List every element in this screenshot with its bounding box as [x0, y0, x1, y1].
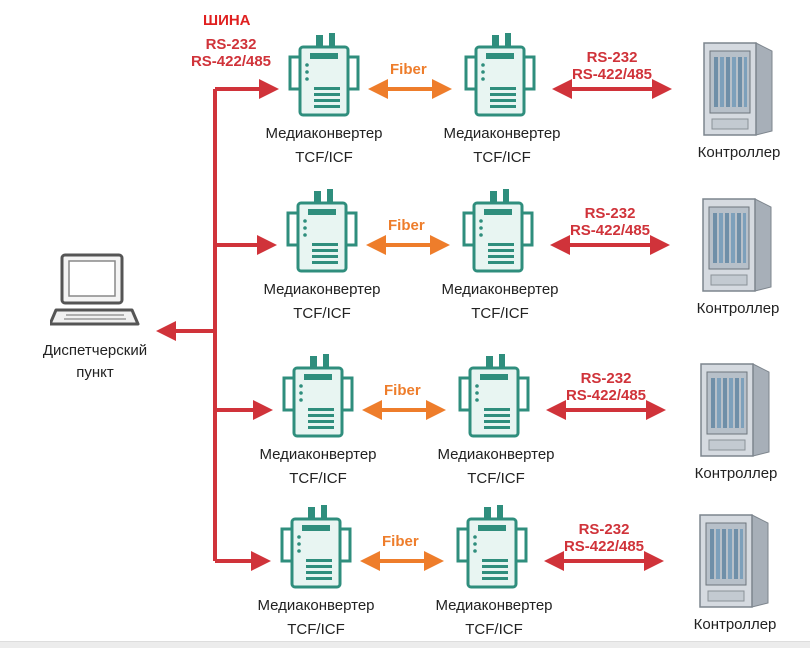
converter-right-model: TCF/ICF: [467, 470, 525, 487]
controller-cabinet-icon: [696, 511, 772, 614]
bus-lines: [156, 89, 217, 561]
serial-protocol-line1: RS-232: [578, 521, 630, 538]
dispatcher-computer-icon: [48, 252, 140, 337]
converter-right-icon: [460, 189, 536, 280]
serial-protocol-line2: RS-422/485: [571, 66, 653, 83]
converter-right-icon: [456, 354, 532, 445]
converter-left-model: TCF/ICF: [295, 149, 353, 166]
fiber-label: Fiber: [390, 61, 427, 78]
bottom-strip: [0, 641, 810, 648]
serial-protocol-line1: RS-232: [584, 205, 636, 222]
bus-protocol-line2: RS-422/485: [190, 53, 272, 70]
serial-protocol-line2: RS-422/485: [565, 387, 647, 404]
converter-right-model: TCF/ICF: [471, 305, 529, 322]
dispatcher-label-line1: Диспетчерский: [42, 342, 148, 359]
converter-right-model: TCF/ICF: [465, 621, 523, 638]
fiber-label: Fiber: [388, 217, 425, 234]
converter-right-name: Медиаконвертер: [437, 446, 555, 463]
controller-label: Контроллер: [697, 144, 781, 161]
converter-right-name: Медиаконвертер: [443, 125, 561, 142]
serial-protocol-line1: RS-232: [580, 370, 632, 387]
controller-cabinet-icon: [699, 195, 775, 298]
controller-label: Контроллер: [694, 465, 778, 482]
controller-label: Контроллер: [696, 300, 780, 317]
converter-right-icon: [454, 505, 530, 596]
serial-protocol-line2: RS-422/485: [563, 538, 645, 555]
controller-cabinet-icon: [700, 39, 776, 142]
converter-left-name: Медиаконвертер: [265, 125, 383, 142]
converter-right-icon: [462, 33, 538, 124]
converter-right-model: TCF/ICF: [473, 149, 531, 166]
converter-right-name: Медиаконвертер: [435, 597, 553, 614]
dispatcher-label: Диспетчерский пункт: [20, 340, 170, 384]
controller-label: Контроллер: [693, 616, 777, 633]
fiber-label: Fiber: [382, 533, 419, 550]
converter-left-icon: [280, 354, 356, 445]
dispatcher-label-line2: пункт: [76, 364, 114, 381]
serial-protocol-line1: RS-232: [586, 49, 638, 66]
converter-left-model: TCF/ICF: [289, 470, 347, 487]
converter-left-model: TCF/ICF: [293, 305, 351, 322]
converter-right-name: Медиаконвертер: [441, 281, 559, 298]
converter-left-name: Медиаконвертер: [263, 281, 381, 298]
fiber-label: Fiber: [384, 382, 421, 399]
bus-title: ШИНА: [203, 12, 251, 29]
converter-left-icon: [278, 505, 354, 596]
converter-left-icon: [286, 33, 362, 124]
converter-left-name: Медиаконвертер: [259, 446, 377, 463]
controller-cabinet-icon: [697, 360, 773, 463]
converter-left-model: TCF/ICF: [287, 621, 345, 638]
converter-left-icon: [284, 189, 360, 280]
row-links: [215, 79, 672, 571]
converter-left-name: Медиаконвертер: [257, 597, 375, 614]
bus-protocol-label: RS-232 RS-422/485: [183, 36, 279, 70]
serial-protocol-line2: RS-422/485: [569, 222, 651, 239]
bus-protocol-line1: RS-232: [205, 36, 257, 53]
